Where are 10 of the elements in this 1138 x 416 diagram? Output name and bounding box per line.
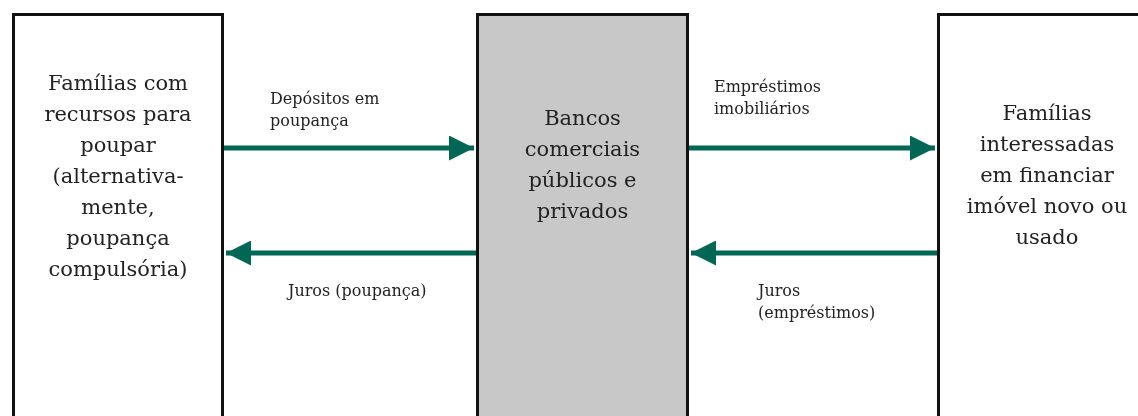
arrow xyxy=(226,240,476,266)
arrow xyxy=(691,240,937,266)
process-box xyxy=(937,13,1138,416)
process-box xyxy=(12,13,224,416)
arrow xyxy=(689,135,935,161)
process-box xyxy=(476,13,689,416)
node-text: Famílias com recursos para poupar (alternativa- mente, poupança compulsória) xyxy=(43,70,193,283)
node-text: Bancos comerciais públicos e privados xyxy=(523,105,642,225)
node-text: Famílias interessadas em financiar imóvel novo ou usado xyxy=(965,100,1129,251)
arrow xyxy=(224,135,474,161)
